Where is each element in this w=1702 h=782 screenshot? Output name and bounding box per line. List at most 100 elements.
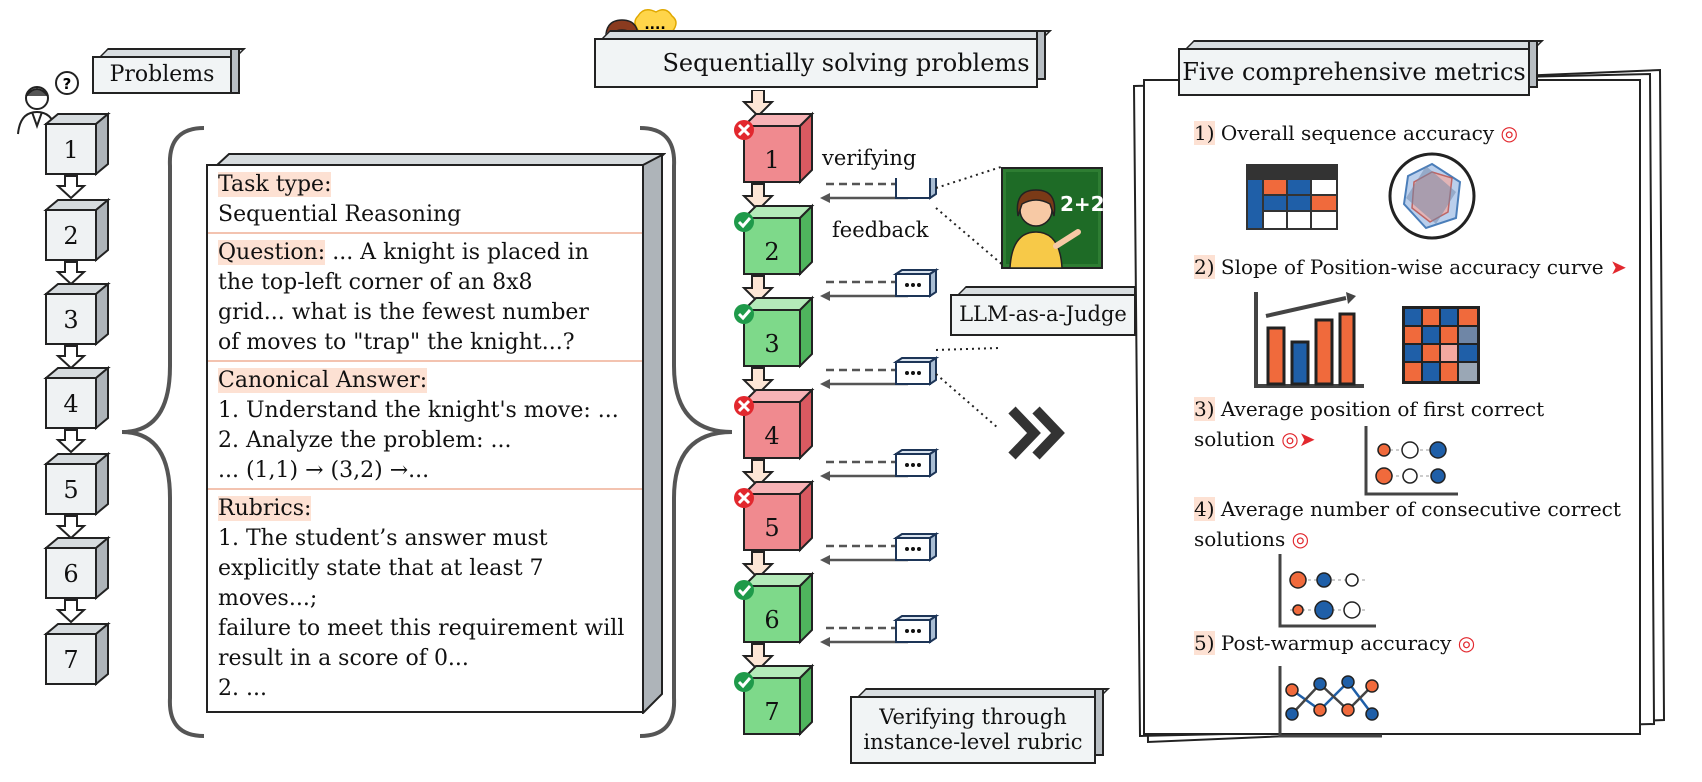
problem-card: Task type: Sequential Reasoning Question… bbox=[206, 152, 667, 716]
rubric-line: 2. ... bbox=[218, 676, 267, 701]
problem-number: 5 bbox=[63, 476, 79, 504]
svg-text:....: .... bbox=[644, 17, 665, 33]
metric-item-4: 4) Average number of consecutive correct… bbox=[1194, 494, 1621, 554]
step-arrow bbox=[743, 90, 773, 117]
dual-arrow bbox=[818, 621, 910, 649]
answer-line: ... (1,1) → (3,2) →... bbox=[218, 458, 430, 483]
brace-left bbox=[121, 126, 205, 738]
problem-arrow bbox=[57, 175, 85, 199]
feedback-label: feedback bbox=[832, 218, 929, 242]
accuracy-table-icon bbox=[1246, 164, 1338, 230]
message-box-icon bbox=[895, 615, 937, 643]
question-line: grid... what is the fewest number bbox=[218, 300, 589, 325]
metric-text: Average position of first correct bbox=[1220, 397, 1545, 421]
step-number: 4 bbox=[764, 422, 780, 450]
metric-text: Overall sequence accuracy bbox=[1220, 121, 1495, 145]
solving-column bbox=[732, 90, 813, 735]
question-line: the top-left corner of an 8x8 bbox=[218, 270, 533, 295]
problem-number: 6 bbox=[63, 560, 79, 588]
rocket-icon: ➤ bbox=[1609, 255, 1627, 279]
metrics-paper-stack bbox=[1132, 68, 1666, 744]
problem-number: 3 bbox=[63, 306, 79, 334]
metric-text: solutions bbox=[1194, 527, 1286, 551]
step-number: 2 bbox=[764, 238, 780, 266]
dot-plot-icon bbox=[1364, 426, 1458, 496]
metric-number: 5) bbox=[1194, 631, 1215, 655]
problem-arrow bbox=[57, 345, 85, 369]
rubrics-label: Rubrics: bbox=[218, 496, 312, 521]
message-box-icon bbox=[895, 269, 937, 297]
dual-arrow bbox=[818, 363, 910, 391]
metric-text: Average number of consecutive correct bbox=[1220, 497, 1621, 521]
question-line: of moves to "trap" the knight...? bbox=[218, 330, 575, 355]
rubric-label-line: instance-level rubric bbox=[863, 730, 1083, 754]
problem-arrow bbox=[57, 429, 85, 453]
board-text: 2+2 bbox=[1060, 192, 1105, 216]
teacher-board-icon bbox=[1000, 166, 1104, 270]
problem-arrow bbox=[57, 261, 85, 285]
heatmap-icon bbox=[1402, 306, 1480, 384]
brace-right bbox=[639, 126, 733, 738]
answer-line: 2. Analyze the problem: ... bbox=[218, 428, 512, 453]
dual-arrow bbox=[818, 455, 910, 483]
step-number: 5 bbox=[764, 514, 780, 542]
dual-arrow bbox=[818, 539, 910, 567]
rubric-line: 1. The student’s answer must bbox=[218, 526, 548, 551]
metric-number: 2) bbox=[1194, 255, 1215, 279]
verifying-label: verifying bbox=[822, 146, 917, 170]
step-number: 1 bbox=[764, 146, 780, 174]
bar-chart-icon bbox=[1254, 292, 1364, 388]
problem-number: 7 bbox=[63, 646, 79, 674]
metric-item-2: 2) Slope of Position-wise accuracy curve… bbox=[1194, 252, 1627, 282]
answer-line: 1. Understand the knight's move: ... bbox=[218, 398, 619, 423]
metrics-title-box: Five comprehensive metrics bbox=[1178, 40, 1544, 96]
problem-arrow bbox=[57, 599, 85, 623]
metric-item-3: 3) Average position of first correct sol… bbox=[1194, 394, 1544, 454]
double-chevron-icon bbox=[1008, 406, 1065, 460]
line-plot-icon bbox=[1278, 666, 1382, 738]
metric-text: Slope of Position-wise accuracy curve bbox=[1220, 255, 1604, 279]
target-icon: ◎ bbox=[1281, 427, 1299, 451]
message-box-icon bbox=[895, 449, 937, 477]
metrics-title: Five comprehensive metrics bbox=[1178, 48, 1530, 96]
judge-label-box: LLM-as-a-Judge bbox=[950, 286, 1150, 336]
question-line: ... A knight is placed in bbox=[325, 240, 589, 265]
radar-chart-icon bbox=[1388, 152, 1476, 240]
dual-arrow bbox=[818, 178, 910, 205]
metric-number: 4) bbox=[1194, 497, 1215, 521]
target-icon: ◎ bbox=[1500, 121, 1518, 145]
rubric-line: failure to meet this requirement will bbox=[218, 616, 625, 641]
student-icon: ? bbox=[12, 70, 82, 140]
problem-number: 1 bbox=[63, 136, 79, 164]
dot-plot-icon bbox=[1278, 554, 1376, 628]
problem-number: 4 bbox=[63, 390, 79, 418]
solving-title: Sequentially solving problems bbox=[594, 38, 1038, 88]
solving-title-box: Sequentially solving problems bbox=[594, 30, 1052, 90]
feedback-arrows bbox=[818, 178, 999, 649]
rubric-line: result in a score of 0... bbox=[218, 646, 469, 671]
message-box-icon bbox=[895, 533, 937, 561]
step-number: 3 bbox=[764, 330, 780, 358]
task-type-value: Sequential Reasoning bbox=[218, 202, 462, 227]
rocket-icon: ➤ bbox=[1298, 427, 1316, 451]
rubric-line: explicitly state that at least 7 moves..… bbox=[218, 556, 544, 611]
metric-item-1: 1) Overall sequence accuracy ◎ bbox=[1194, 118, 1518, 148]
problems-title: Problems bbox=[92, 56, 232, 94]
answer-label: Canonical Answer: bbox=[218, 368, 428, 393]
metric-text: Post-warmup accuracy bbox=[1220, 631, 1452, 655]
target-icon: ◎ bbox=[1457, 631, 1476, 655]
question-label: Question: bbox=[218, 240, 326, 265]
step-number: 7 bbox=[764, 698, 780, 726]
problem-number: 2 bbox=[63, 222, 79, 250]
rubric-label-box: Verifying through instance-level rubric bbox=[850, 688, 1110, 764]
step-number: 6 bbox=[764, 606, 780, 634]
problem-arrow bbox=[57, 515, 85, 539]
task-type-label: Task type: bbox=[218, 172, 332, 197]
svg-text:?: ? bbox=[63, 75, 72, 93]
target-icon: ◎ bbox=[1291, 527, 1310, 551]
rubric-label-line: Verifying through bbox=[879, 704, 1067, 729]
metric-text: solution bbox=[1194, 427, 1275, 451]
dual-arrow bbox=[818, 275, 910, 303]
metric-item-5: 5) Post-warmup accuracy ◎ bbox=[1194, 628, 1475, 658]
metric-number: 3) bbox=[1194, 397, 1215, 421]
